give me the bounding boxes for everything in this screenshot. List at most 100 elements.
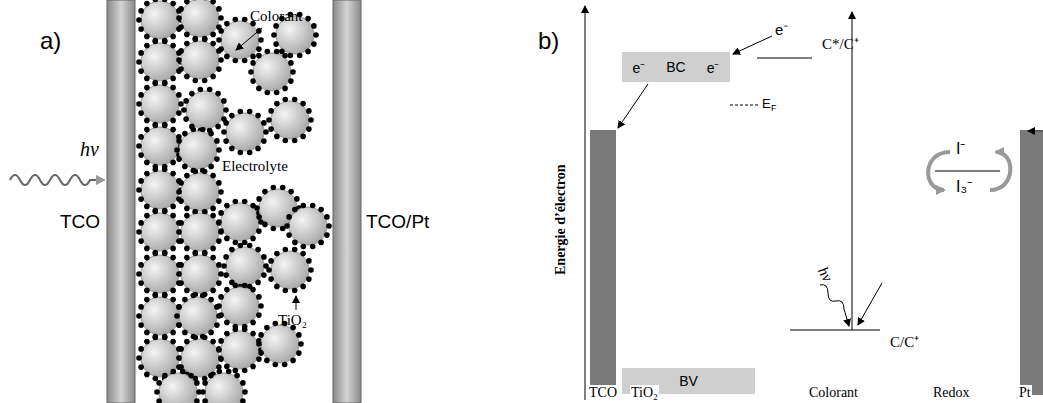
dye-molecule bbox=[286, 232, 292, 238]
dye-molecule bbox=[311, 23, 317, 29]
dye-molecule bbox=[153, 251, 159, 257]
dye-molecule bbox=[184, 288, 190, 294]
dye-molecule bbox=[292, 240, 298, 246]
dye-molecule bbox=[274, 90, 280, 96]
dye-molecule bbox=[242, 389, 248, 395]
dye-molecule bbox=[138, 68, 144, 74]
label: TCO bbox=[60, 212, 100, 233]
dye-molecule bbox=[300, 284, 306, 290]
dye-molecule bbox=[144, 1, 150, 7]
dye-molecule bbox=[202, 380, 208, 386]
dye-molecule bbox=[144, 85, 150, 91]
label: TiO₂ bbox=[278, 312, 307, 329]
dye-molecule bbox=[208, 131, 214, 137]
dye-molecule bbox=[208, 164, 214, 170]
dye-molecule bbox=[221, 129, 227, 135]
dye-molecule bbox=[305, 16, 311, 22]
label: F bbox=[771, 104, 777, 114]
dye-molecule bbox=[144, 372, 150, 378]
dye-molecule bbox=[162, 208, 168, 214]
dye-molecule bbox=[268, 276, 274, 282]
dye-molecule bbox=[170, 43, 176, 49]
dye-molecule bbox=[282, 53, 288, 59]
dye-molecule bbox=[138, 26, 144, 32]
label: Pt bbox=[1018, 385, 1032, 400]
dye-molecule bbox=[144, 255, 150, 261]
dye-molecule bbox=[178, 66, 184, 72]
dye-molecule bbox=[224, 21, 230, 27]
dye-molecule bbox=[170, 34, 176, 40]
dye-molecule bbox=[250, 60, 256, 66]
dye-molecule bbox=[292, 138, 298, 144]
dye-molecule bbox=[162, 292, 168, 298]
dye-molecule bbox=[191, 293, 197, 299]
tio2-particle bbox=[271, 101, 309, 139]
dye-molecule bbox=[210, 0, 216, 4]
dye-molecule bbox=[250, 331, 256, 337]
dye-molecule bbox=[207, 87, 213, 93]
dye-molecule bbox=[153, 335, 159, 341]
dye-molecule bbox=[271, 185, 277, 191]
dye-molecule bbox=[138, 92, 144, 98]
dye-molecule bbox=[286, 214, 292, 220]
band-text: e⁻ bbox=[707, 58, 720, 77]
dye-molecule bbox=[288, 78, 294, 84]
dye-molecule bbox=[178, 238, 184, 244]
dye-molecule bbox=[136, 101, 142, 107]
dye-molecule bbox=[282, 362, 288, 368]
dye-molecule bbox=[208, 330, 214, 336]
dye-molecule bbox=[223, 254, 229, 260]
dye-molecule bbox=[138, 110, 144, 116]
dye-molecule bbox=[292, 247, 298, 253]
label: C*/C⁺ bbox=[822, 36, 859, 53]
dye-molecule bbox=[154, 389, 160, 395]
dye-molecule bbox=[292, 97, 298, 103]
dye-molecule bbox=[170, 288, 176, 294]
redox-cycle-arrow bbox=[928, 152, 950, 190]
dye-molecule bbox=[193, 169, 199, 175]
dye-molecule bbox=[250, 78, 256, 84]
dye-molecule bbox=[250, 287, 256, 293]
dye-molecule bbox=[170, 255, 176, 261]
dye-molecule bbox=[218, 57, 224, 63]
dye-molecule bbox=[283, 97, 289, 103]
tio2-particle bbox=[221, 287, 259, 325]
dye-molecule bbox=[162, 335, 168, 341]
dye-molecule bbox=[210, 213, 216, 219]
dye-molecule bbox=[200, 293, 206, 299]
dye-molecule bbox=[218, 28, 224, 34]
dye-molecule bbox=[174, 147, 180, 153]
tio2-particle bbox=[141, 339, 179, 377]
dye-molecule bbox=[171, 369, 177, 375]
dye-molecule bbox=[223, 272, 229, 278]
dye-molecule bbox=[216, 198, 222, 204]
dye-molecule bbox=[215, 124, 221, 130]
dye-molecule bbox=[292, 288, 298, 294]
dye-molecule bbox=[247, 243, 253, 249]
tio2-particle bbox=[261, 325, 299, 363]
dye-molecule bbox=[218, 228, 224, 234]
label: Colorant bbox=[808, 385, 859, 400]
dye-molecule bbox=[306, 108, 312, 114]
dye-molecule bbox=[240, 380, 246, 386]
dye-molecule bbox=[136, 187, 142, 193]
dye-molecule bbox=[218, 312, 224, 318]
tio2-particle bbox=[141, 213, 179, 251]
tio2-particle bbox=[186, 91, 224, 129]
conduction-band: e⁻BCe⁻ bbox=[622, 52, 730, 82]
dye-molecule bbox=[216, 262, 222, 268]
dye-molecule bbox=[256, 86, 262, 92]
dye-molecule bbox=[265, 90, 271, 96]
dye-molecule bbox=[210, 173, 216, 179]
dye-molecule bbox=[294, 196, 300, 202]
dye-molecule bbox=[261, 272, 267, 278]
dye-molecule bbox=[310, 203, 316, 209]
dye-molecule bbox=[138, 8, 144, 14]
dye-molecule bbox=[218, 294, 224, 300]
dye-molecule bbox=[283, 138, 289, 144]
dye-molecule bbox=[223, 120, 229, 126]
dye-molecule bbox=[224, 236, 230, 242]
dye-molecule bbox=[178, 6, 184, 12]
dye-molecule bbox=[193, 251, 199, 257]
dye-molecule bbox=[136, 59, 142, 65]
